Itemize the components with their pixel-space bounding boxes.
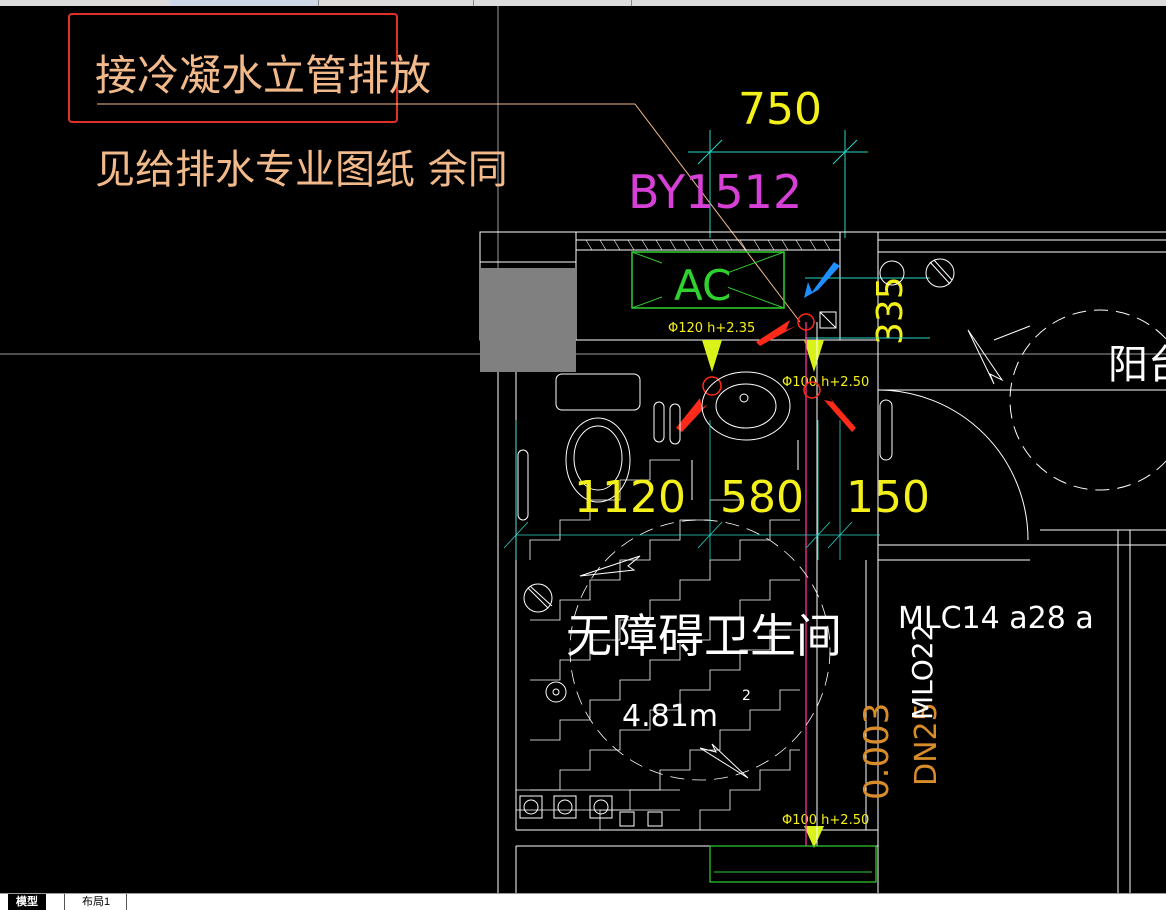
room-name: 无障碍卫生间	[566, 609, 842, 663]
leader-line	[634, 103, 801, 323]
wall-tag: BY1512	[628, 165, 802, 219]
direction-arrow	[579, 555, 641, 577]
red-arrow	[676, 398, 708, 432]
room-area: 4.81m	[622, 699, 718, 734]
dim-335: 335	[870, 276, 911, 345]
riser-circle-right[interactable]	[803, 381, 821, 399]
elevation-vertical: 0.003	[857, 703, 897, 800]
direction-arrow-tail	[993, 325, 1031, 341]
tab-separator	[64, 894, 65, 910]
riser-marker	[804, 826, 824, 848]
pipe-hatch	[929, 261, 951, 285]
dim-750: 750	[738, 84, 822, 135]
toolbar-segment	[318, 0, 474, 6]
toolbar-segment	[170, 0, 319, 6]
grab-bars	[517, 399, 893, 521]
top-toolbar-strip	[0, 0, 1166, 6]
door-swing-arc	[877, 389, 1029, 541]
layout-tab-bar: 模型 布局1	[0, 893, 1166, 910]
pipe-hatch	[933, 259, 953, 281]
cad-drawing-canvas[interactable]: 接冷凝水立管排放 见给排水专业图纸 余同 750 BY1512	[0, 6, 1166, 893]
riser-marker	[804, 340, 824, 372]
dim-580: 580	[720, 472, 804, 523]
pipe-tag-vertical: DN25	[909, 702, 944, 786]
pipe-label-mid: Φ100 h+2.50	[782, 375, 869, 390]
building-walls	[479, 231, 1166, 893]
ac-label: AC	[674, 261, 731, 310]
floor-drain	[819, 311, 837, 329]
callout-note-text: 见给排水专业图纸 余同	[95, 147, 508, 193]
riser-marker	[702, 340, 722, 372]
window-frame	[709, 845, 877, 883]
pipe-symbol	[879, 260, 905, 286]
wheelchair-turning-circle	[569, 519, 831, 781]
dim-tick	[697, 139, 723, 165]
direction-arrow	[699, 743, 749, 779]
balcony-circle	[1009, 309, 1166, 491]
callout-highlight-box	[68, 13, 398, 123]
blue-arrow	[804, 262, 840, 298]
wall-code-vertical: MLO22	[906, 624, 939, 720]
pipe-label-bottom: Φ100 h+2.50	[782, 813, 869, 828]
ac-unit-box[interactable]	[631, 251, 785, 309]
dim-tick	[832, 139, 858, 165]
riser-circle-left[interactable]	[702, 376, 722, 396]
floor-drain-cross	[819, 311, 837, 329]
door-tag: MLC14 a28 a	[898, 601, 1094, 636]
pipe-symbol	[925, 258, 955, 288]
tab-model[interactable]: 模型	[8, 894, 46, 910]
callout-main-text: 接冷凝水立管排放	[95, 51, 431, 100]
wall-hatch	[585, 239, 831, 251]
ac-label-bg	[662, 258, 728, 304]
pipe-label-top: Φ120 h+2.35	[668, 321, 755, 336]
riser-circle-top[interactable]	[797, 313, 815, 331]
balcony-label: 阳台	[1108, 342, 1166, 388]
structural-column	[480, 268, 576, 372]
tab-layout1[interactable]: 布局1	[82, 896, 111, 908]
red-arrow	[756, 320, 796, 346]
toilet-fixture	[555, 373, 641, 503]
tab-separator	[126, 894, 127, 910]
dim-1120: 1120	[574, 472, 686, 523]
direction-arrow	[967, 329, 1004, 385]
red-arrow	[824, 396, 856, 432]
bottom-fixtures	[519, 583, 663, 827]
dim-150: 150	[846, 472, 930, 523]
washbasin-fixture	[701, 371, 791, 441]
cyan-grid	[503, 420, 880, 560]
room-area-superscript: 2	[742, 688, 751, 704]
toolbar-segment	[473, 0, 632, 6]
